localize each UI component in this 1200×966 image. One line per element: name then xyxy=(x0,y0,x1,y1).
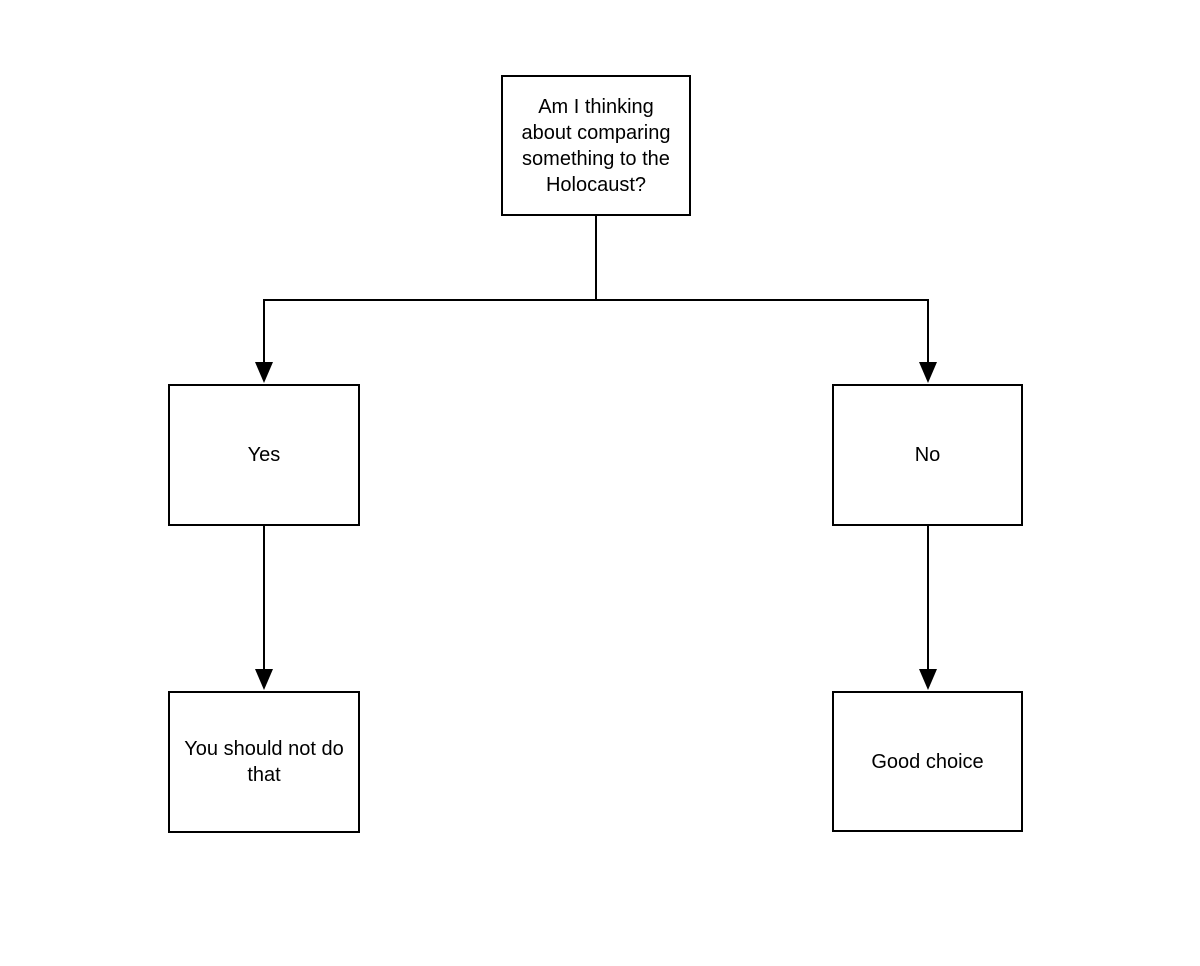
flowchart-node-yes: Yes xyxy=(168,384,360,526)
arrowhead-into-yes-outcome-icon xyxy=(255,669,273,690)
node-question-label: Am I thinking about comparing something … xyxy=(521,95,671,196)
arrowhead-into-yes-icon xyxy=(255,362,273,383)
arrowhead-into-no-outcome-icon xyxy=(919,669,937,690)
node-no-label: No xyxy=(914,444,941,466)
flowchart-node-question: Am I thinking about comparing something … xyxy=(501,75,691,216)
flowchart-node-no-outcome: Good choice xyxy=(832,691,1023,832)
flowchart-node-no: No xyxy=(832,384,1023,526)
node-yes-label: Yes xyxy=(247,444,281,466)
arrowhead-into-no-icon xyxy=(919,362,937,383)
node-yes-outcome-label: You should not do that xyxy=(184,738,344,786)
flowchart-node-yes-outcome: You should not do that xyxy=(168,691,360,833)
node-no-outcome-label: Good choice xyxy=(871,750,984,773)
